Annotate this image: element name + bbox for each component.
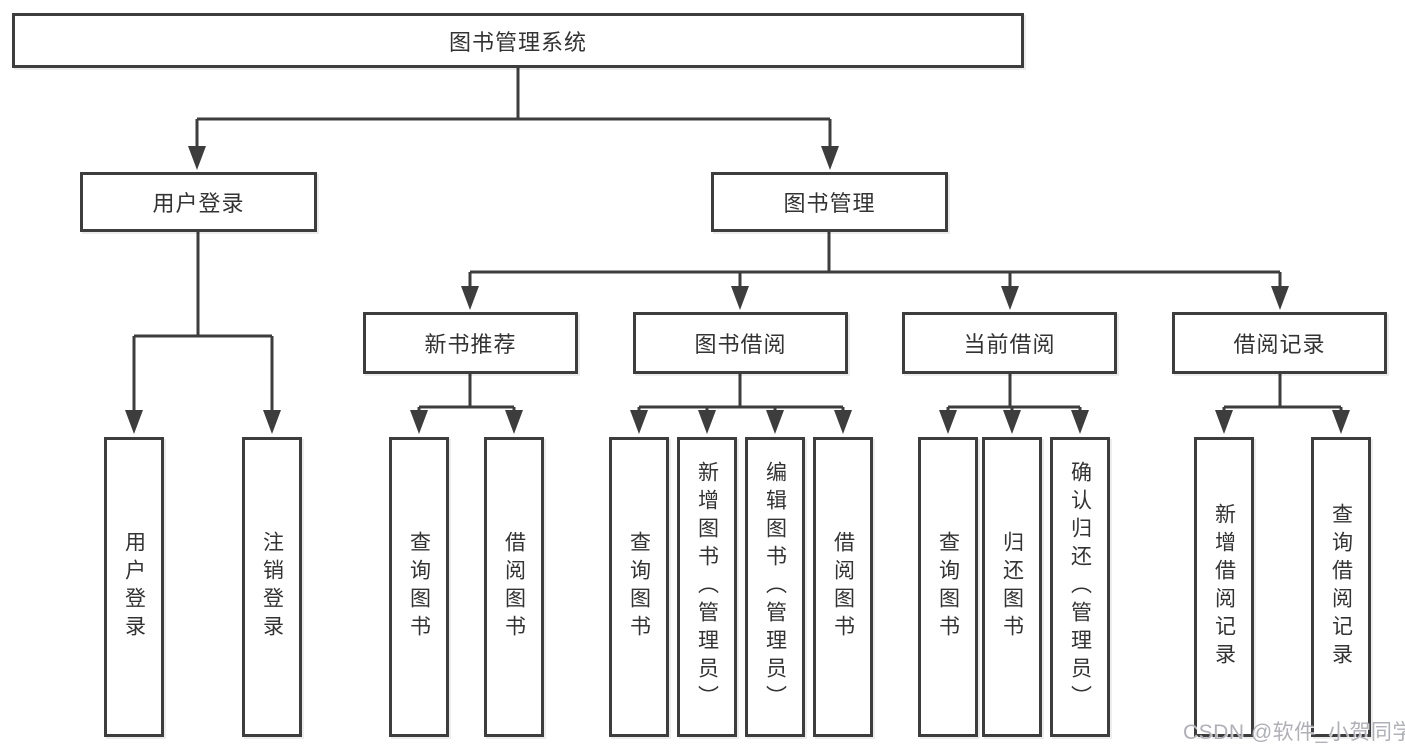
- arrow-down-icon: [125, 410, 143, 434]
- connector-current-borrow-split: [946, 374, 1082, 414]
- connector-new-book-split: [417, 374, 516, 414]
- node-user-login: 用户登录: [80, 172, 317, 232]
- arrow-down-icon: [461, 286, 479, 310]
- leaf-user-login: 用户登录: [104, 437, 164, 737]
- leaf-label: 查询借阅记录: [1329, 503, 1353, 671]
- arrow-down-icon: [1003, 410, 1021, 434]
- arrow-down-icon: [1271, 286, 1289, 310]
- node-book-borrow: 图书借阅: [633, 312, 848, 374]
- leaf-add-borrow-record: 新增借阅记录: [1194, 437, 1254, 737]
- arrow-down-icon: [731, 286, 749, 310]
- leaf-label: 查询图书: [407, 531, 431, 643]
- leaf-query-books-borrow: 查询图书: [609, 437, 669, 737]
- leaf-confirm-return-admin: 确认归还（管理员）: [1050, 437, 1110, 737]
- leaf-label: 新增图书（管理员）: [695, 461, 719, 713]
- arrow-down-icon: [263, 410, 281, 434]
- node-current-borrow: 当前借阅: [902, 312, 1117, 374]
- connector-root-to-level2: [195, 68, 832, 150]
- leaf-logout: 注销登录: [242, 437, 302, 737]
- arrow-down-icon: [766, 410, 784, 434]
- arrow-down-icon: [505, 410, 523, 434]
- csdn-watermark: CSDN @软件_小贺同学: [1183, 721, 1405, 744]
- leaf-label: 注销登录: [260, 531, 284, 643]
- leaf-query-borrow-record: 查询借阅记录: [1311, 437, 1371, 737]
- leaf-label: 查询图书: [627, 531, 651, 643]
- leaf-label: 查询图书: [936, 531, 960, 643]
- connector-book-management-split: [468, 232, 1282, 290]
- leaf-label: 新增借阅记录: [1212, 503, 1236, 671]
- leaf-add-books-admin: 新增图书（管理员）: [677, 437, 737, 737]
- leaf-label: 借阅图书: [831, 531, 855, 643]
- arrow-down-icon: [1001, 286, 1019, 310]
- node-borrow-records: 借阅记录: [1172, 312, 1387, 374]
- arrow-down-icon: [1215, 410, 1233, 434]
- leaf-query-books-recommend: 查询图书: [389, 437, 449, 737]
- connector-user-login-split: [132, 232, 274, 414]
- connector-book-borrow-split: [637, 374, 845, 414]
- leaf-label: 归还图书: [1000, 531, 1024, 643]
- arrow-down-icon: [188, 146, 206, 170]
- connector-borrow-record-split: [1222, 374, 1343, 414]
- node-library-management-system: 图书管理系统: [12, 13, 1024, 68]
- leaf-borrow-books-recommend: 借阅图书: [484, 437, 544, 737]
- node-new-book-recommend: 新书推荐: [363, 312, 578, 374]
- node-book-management: 图书管理: [711, 172, 948, 232]
- leaf-label: 借阅图书: [502, 531, 526, 643]
- arrow-down-icon: [1332, 410, 1350, 434]
- arrow-down-icon: [698, 410, 716, 434]
- arrow-down-icon: [834, 410, 852, 434]
- leaf-edit-books-admin: 编辑图书（管理员）: [745, 437, 805, 737]
- leaf-return-books: 归还图书: [982, 437, 1042, 737]
- arrow-down-icon: [939, 410, 957, 434]
- leaf-query-books-current: 查询图书: [918, 437, 978, 737]
- leaf-label: 用户登录: [122, 531, 146, 643]
- arrow-down-icon: [410, 410, 428, 434]
- leaf-label: 确认归还（管理员）: [1068, 461, 1092, 713]
- arrow-down-icon: [1071, 410, 1089, 434]
- leaf-borrow-books: 借阅图书: [813, 437, 873, 737]
- leaf-label: 编辑图书（管理员）: [763, 461, 787, 713]
- arrow-down-icon: [630, 410, 648, 434]
- arrow-down-icon: [821, 146, 839, 170]
